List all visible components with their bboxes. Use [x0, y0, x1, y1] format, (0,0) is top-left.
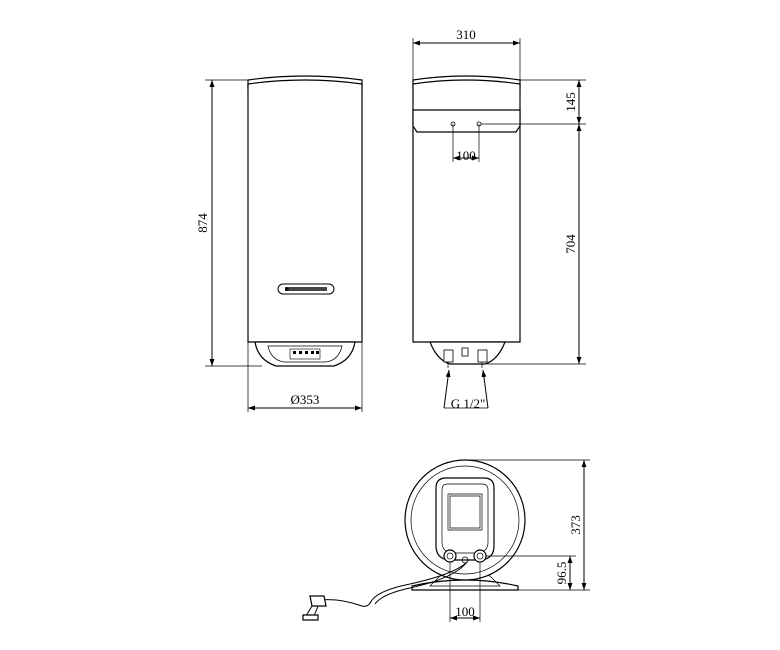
- pipe-height-label: 96.5: [554, 562, 569, 585]
- bottom-height-label: 373: [568, 515, 583, 535]
- side-body: [412, 79, 521, 343]
- mount-height-label: 704: [563, 234, 578, 254]
- pipe-spacing-label: 100: [455, 604, 475, 619]
- front-body: [247, 79, 363, 343]
- pipe-right: [473, 549, 487, 563]
- brand-logo: [277, 283, 335, 295]
- display-icon: [289, 348, 321, 360]
- pipe-left: [443, 549, 457, 563]
- bracket-height-label: 145: [563, 92, 578, 112]
- bracket-spacing-label: 100: [456, 148, 476, 163]
- width-side-label: 310: [456, 27, 476, 42]
- thread-label: G 1/2": [451, 396, 486, 411]
- mount-bracket: [412, 109, 521, 133]
- diameter-label: Ø353: [291, 392, 320, 407]
- front-view: 874 Ø353: [195, 75, 363, 412]
- power-cable: [319, 561, 468, 607]
- stand-base: [411, 579, 519, 591]
- bottom-view: 373 96.5 100: [302, 459, 590, 622]
- height-total-label: 874: [195, 213, 210, 233]
- plug-icon: [302, 595, 327, 621]
- side-view: 310 100 145 704 G 1/2": [412, 27, 586, 411]
